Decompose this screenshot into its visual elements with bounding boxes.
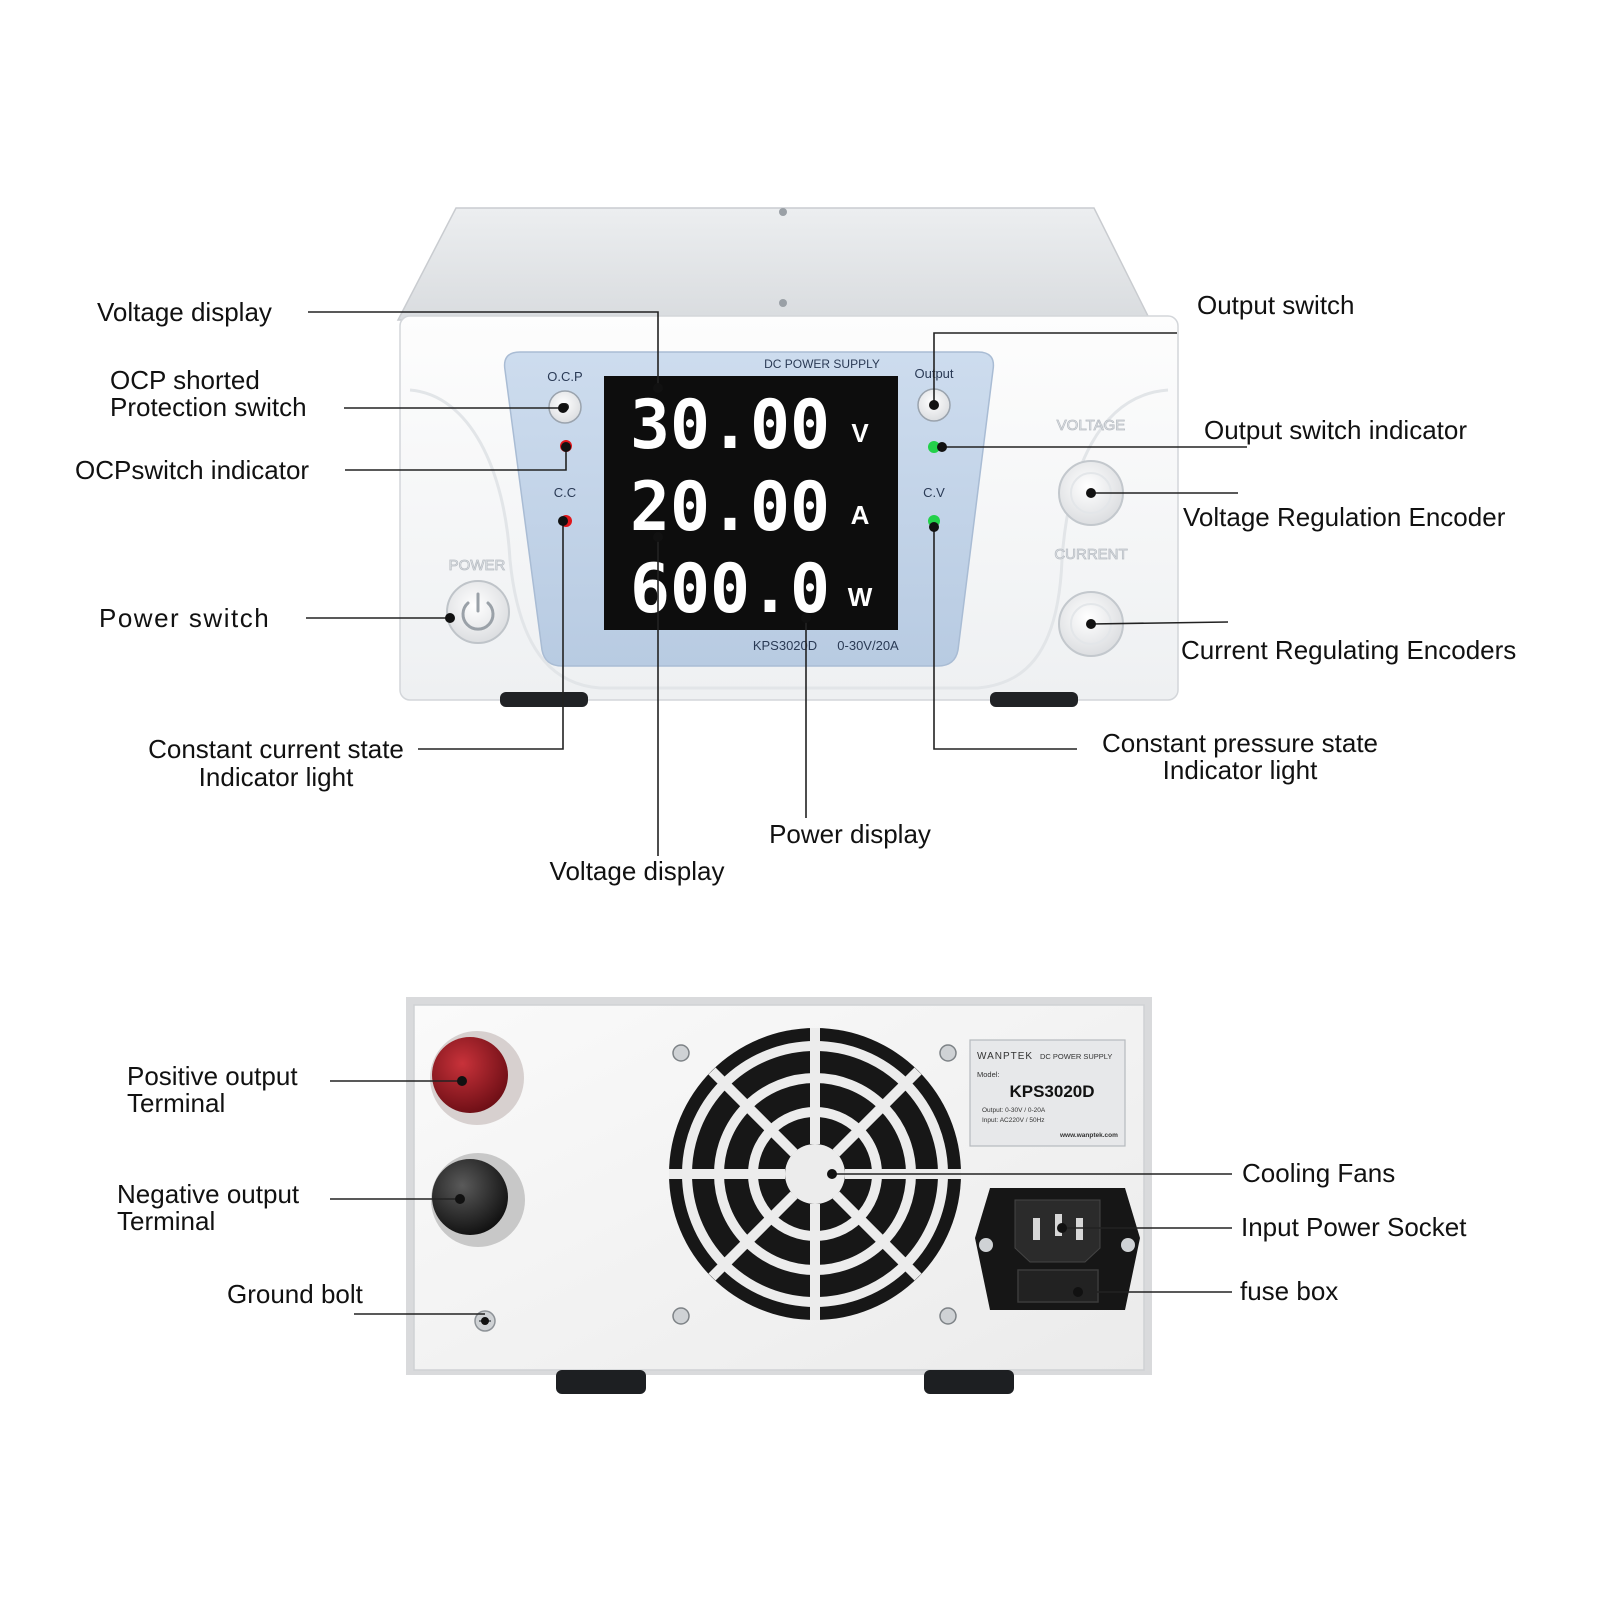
lcd-display — [604, 376, 898, 630]
model-text: KPS3020D — [753, 638, 817, 653]
sticker-title: DC POWER SUPPLY — [1040, 1052, 1112, 1061]
socket-screw-icon — [979, 1238, 993, 1252]
sticker-brand: WANPTEK — [977, 1051, 1033, 1062]
rear-unit: WANPTEK DC POWER SUPPLY Model: KPS3020D … — [406, 997, 1152, 1394]
front-foot-right — [990, 692, 1078, 707]
voltage-readout: 30.00 — [630, 386, 830, 465]
label-current-encoder: Current Regulating Encoders — [1181, 635, 1516, 665]
cc-label: C.C — [554, 485, 576, 500]
label-fuse-box: fuse box — [1240, 1276, 1338, 1306]
label-input-socket: Input Power Socket — [1241, 1212, 1467, 1242]
positive-terminal[interactable] — [430, 1031, 524, 1125]
label-cc-2: Indicator light — [199, 762, 354, 792]
cv-label: C.V — [923, 485, 945, 500]
label-ocp-indicator: OCPswitch indicator — [75, 455, 309, 485]
label-power-switch: Power switch — [99, 603, 270, 633]
socket-screw-icon — [1121, 1238, 1135, 1252]
rear-leaders — [330, 1076, 1232, 1325]
label-voltage-display-bottom: Voltage display — [550, 856, 725, 886]
label-cv-2: Indicator light — [1163, 755, 1318, 785]
label-ground-bolt: Ground bolt — [227, 1279, 364, 1309]
sticker-output: Output: 0-30V / 0-20A — [982, 1107, 1046, 1114]
top-cover — [396, 207, 1152, 321]
unit-a: A — [851, 500, 870, 530]
rear-foot-right — [924, 1370, 1014, 1394]
sticker-model: KPS3020D — [1009, 1082, 1094, 1101]
front-labels: Voltage display OCP shorted Protection s… — [75, 290, 1516, 886]
range-text: 0-30V/20A — [837, 638, 899, 653]
screw-icon — [672, 1044, 690, 1062]
rear-labels: Positive output Terminal Negative output… — [117, 1061, 1467, 1309]
current-readout: 20.00 — [630, 468, 830, 547]
label-positive-1: Positive output — [127, 1061, 298, 1091]
brand-text: DC POWER SUPPLY — [764, 357, 880, 371]
fan-screws — [672, 1044, 957, 1325]
top-screw-icon — [779, 208, 787, 216]
label-cc-1: Constant current state — [148, 734, 404, 764]
sticker-input: Input: AC220V / 50Hz — [982, 1117, 1045, 1124]
power-icon — [461, 601, 495, 631]
output-indicator-led — [928, 441, 940, 453]
unit-w: W — [848, 582, 873, 612]
current-knob-label: CURRENT — [1054, 546, 1127, 563]
label-voltage-display-top: Voltage display — [97, 297, 272, 327]
label-cv-1: Constant pressure state — [1102, 728, 1378, 758]
ocp-label: O.C.P — [547, 369, 582, 384]
front-foot-left — [500, 692, 588, 707]
fuse-box[interactable] — [1017, 1269, 1099, 1303]
label-output-switch: Output switch — [1197, 290, 1355, 320]
unit-v: V — [851, 418, 869, 448]
front-leaders — [306, 311, 1247, 856]
rear-foot-left — [556, 1370, 646, 1394]
power-label: POWER — [449, 557, 506, 574]
screw-icon — [939, 1307, 957, 1325]
label-cooling-fans: Cooling Fans — [1242, 1158, 1395, 1188]
top-screw-icon — [779, 299, 787, 307]
sticker-model-label: Model: — [977, 1070, 1000, 1079]
power-readout: 600.0 — [630, 550, 830, 629]
sticker-web: www.wanptek.com — [1059, 1132, 1118, 1139]
label-negative-1: Negative output — [117, 1179, 300, 1209]
screw-icon — [672, 1307, 690, 1325]
rating-sticker: WANPTEK DC POWER SUPPLY Model: KPS3020D … — [969, 1039, 1126, 1147]
screw-icon — [939, 1044, 957, 1062]
label-negative-2: Terminal — [117, 1206, 215, 1236]
label-positive-2: Terminal — [127, 1088, 225, 1118]
front-unit: DC POWER SUPPLY O.C.P Output C.C C.V 30.… — [396, 207, 1179, 707]
label-ocp-switch-1: OCP shorted — [110, 365, 260, 395]
negative-terminal[interactable] — [431, 1153, 525, 1247]
label-ocp-switch-2: Protection switch — [110, 392, 307, 422]
label-power-display: Power display — [769, 819, 931, 849]
power-switch-button[interactable] — [446, 580, 510, 644]
voltage-knob-label: VOLTAGE — [1057, 417, 1126, 434]
label-voltage-encoder: Voltage Regulation Encoder — [1183, 502, 1506, 532]
label-output-indicator: Output switch indicator — [1204, 415, 1467, 445]
